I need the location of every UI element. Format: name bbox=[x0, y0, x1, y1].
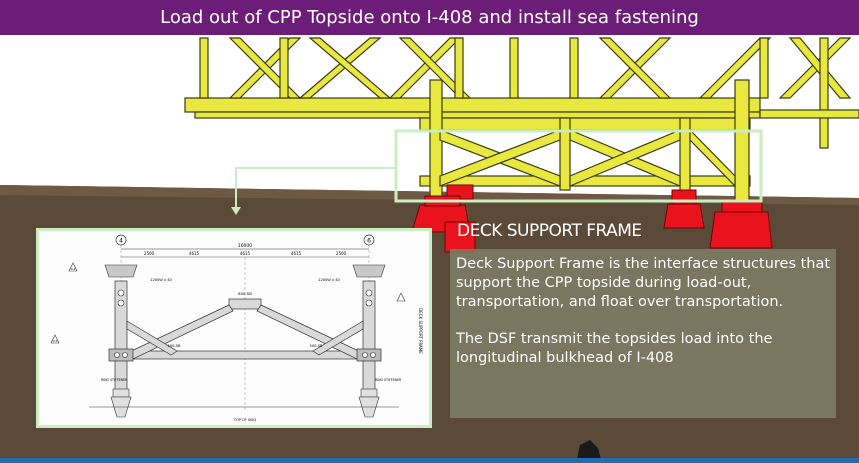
info-paragraph-2: The DSF transmit the topsides load into … bbox=[456, 331, 773, 366]
slide-title-bar: Load out of CPP Topside onto I-408 and i… bbox=[0, 0, 859, 37]
red-supports bbox=[411, 184, 773, 253]
svg-text:500-SB: 500-SB bbox=[168, 344, 181, 348]
svg-text:RING STIFFENER: RING STIFFENER bbox=[101, 378, 128, 382]
dsf-highlight-box bbox=[394, 129, 763, 203]
svg-text:2500: 2500 bbox=[336, 251, 347, 256]
mooring-bollard bbox=[576, 440, 602, 463]
info-heading: DECK SUPPORT FRAME bbox=[457, 221, 642, 241]
grid-label-left: 4 bbox=[119, 238, 123, 245]
svg-text:600-SB: 600-SB bbox=[238, 291, 252, 296]
info-paragraph-1: Deck Support Frame is the interface stru… bbox=[456, 256, 831, 310]
info-text: Deck Support Frame is the interface stru… bbox=[456, 255, 831, 386]
svg-text:TOP OF SKID: TOP OF SKID bbox=[233, 418, 257, 422]
drawing-side-label: DECK SUPPORT FRAME bbox=[418, 308, 423, 354]
slide-title: Load out of CPP Topside onto I-408 and i… bbox=[160, 7, 699, 28]
svg-text:0.4: 0.4 bbox=[71, 267, 76, 271]
frame-members bbox=[108, 280, 382, 402]
info-box-background bbox=[450, 249, 836, 418]
dsf-drawing: 4 6 16000 2500 4615 4615 4615 2500 bbox=[50, 234, 423, 422]
bottom-accent-line bbox=[0, 458, 859, 463]
pointer-line bbox=[235, 167, 396, 210]
svg-text:2500: 2500 bbox=[144, 251, 155, 256]
engineering-drawing-panel: 4 6 16000 2500 4615 4615 4615 2500 bbox=[36, 228, 432, 428]
svg-text:1200W x 40: 1200W x 40 bbox=[150, 278, 172, 282]
topside-truss bbox=[184, 37, 859, 203]
svg-text:4615: 4615 bbox=[189, 251, 200, 256]
arrow-head-icon bbox=[231, 207, 241, 215]
svg-text:1200W x 40: 1200W x 40 bbox=[318, 278, 340, 282]
svg-text:0.5: 0.5 bbox=[53, 339, 58, 343]
overall-dimension: 16000 bbox=[238, 243, 252, 249]
grid-label-right: 6 bbox=[367, 238, 371, 245]
svg-text:500-SB: 500-SB bbox=[310, 344, 323, 348]
svg-text:RING STIFFENER: RING STIFFENER bbox=[375, 378, 402, 382]
svg-text:4615: 4615 bbox=[291, 251, 302, 256]
svg-text:4615: 4615 bbox=[240, 251, 251, 256]
